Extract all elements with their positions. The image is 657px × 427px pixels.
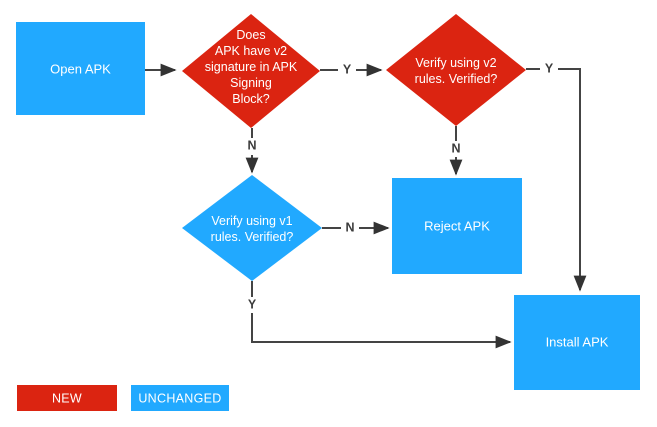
node-shape-rect[interactable]: [16, 22, 145, 115]
legend-label-new: NEW: [52, 391, 82, 405]
node-open-apk[interactable]: Open APK: [16, 22, 145, 115]
edge-verifyv2-no: N: [449, 126, 463, 176]
node-label-line-5: Block?: [232, 92, 270, 106]
edge-label-y: Y: [545, 61, 554, 75]
edges-layer: Y N Y N: [145, 61, 587, 349]
node-shape-diamond[interactable]: [182, 14, 320, 128]
edge-label-y: Y: [343, 62, 352, 76]
node-label-line-1: Does: [236, 28, 265, 42]
edge-verifyv1-yes: Y: [248, 281, 512, 349]
edge-path: [251, 313, 512, 349]
node-shape-diamond[interactable]: [386, 14, 526, 126]
node-shape-diamond[interactable]: [182, 175, 322, 281]
edge-v2check-yes: Y: [320, 62, 383, 77]
edge-label-n: N: [451, 141, 460, 155]
edge-v2check-no: N: [245, 128, 259, 174]
legend-label-unchanged: UNCHANGED: [138, 391, 221, 405]
node-shape-rect[interactable]: [514, 295, 640, 390]
legend-swatch-unchanged: [131, 385, 229, 411]
legend-item-unchanged: UNCHANGED: [131, 385, 229, 411]
node-label: Open APK: [50, 61, 111, 76]
node-label-line-2: rules. Verified?: [415, 72, 498, 86]
node-label: Install APK: [546, 334, 609, 349]
edge-verifyv1-no: N: [322, 220, 390, 235]
legend-swatch-new: [17, 385, 117, 411]
node-install-apk[interactable]: Install APK: [514, 295, 640, 390]
edge-label-n: N: [345, 220, 354, 234]
node-label-line-1: Verify using v1: [211, 214, 292, 228]
node-label-line-2: APK have v2: [215, 44, 287, 58]
node-reject-apk[interactable]: Reject APK: [392, 178, 522, 274]
node-label-line-2: rules. Verified?: [211, 230, 294, 244]
node-verify-v1[interactable]: Verify using v1 rules. Verified?: [182, 175, 322, 281]
node-label: Reject APK: [424, 218, 490, 233]
edge-verifyv2-yes: Y: [526, 61, 587, 292]
node-label-line-1: Verify using v2: [415, 56, 496, 70]
legend-item-new: NEW: [17, 385, 117, 411]
edge-path: [558, 68, 587, 292]
legend: NEW UNCHANGED: [17, 385, 229, 411]
edge-label-n: N: [247, 138, 256, 152]
node-label-line-3: signature in APK: [205, 60, 298, 74]
node-has-v2-signature[interactable]: Does APK have v2 signature in APK Signin…: [182, 14, 320, 128]
node-shape-rect[interactable]: [392, 178, 522, 274]
edge-label-y: Y: [248, 297, 257, 311]
node-label-line-4: Signing: [230, 76, 272, 90]
node-verify-v2[interactable]: Verify using v2 rules. Verified?: [386, 14, 526, 126]
nodes-layer: Open APK Does APK have v2 signature in A…: [16, 14, 640, 390]
